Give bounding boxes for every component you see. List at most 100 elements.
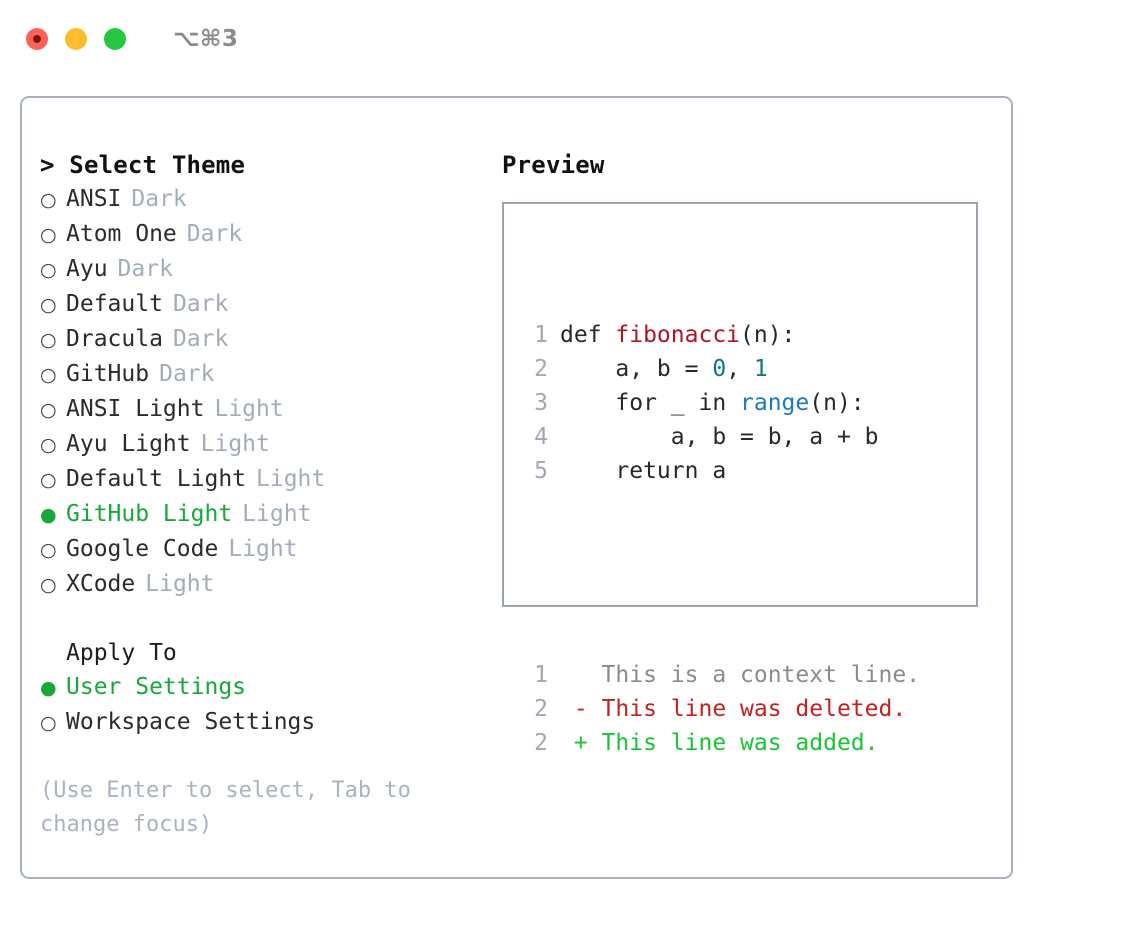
code-token: for _ in — [560, 390, 741, 416]
theme-option-label: XCode — [66, 571, 136, 597]
diff-line: 2 + This line was added. — [518, 726, 920, 760]
window-controls — [26, 28, 126, 50]
code-token: range — [740, 390, 810, 416]
apply-to-option-row[interactable]: ○ Workspace Settings — [40, 705, 490, 740]
code-token: 0 — [712, 356, 727, 382]
theme-option-label: ANSI Light — [66, 396, 205, 422]
theme-option-row[interactable]: ○ ANSI Light Light — [40, 392, 490, 427]
theme-option-row[interactable]: ○ Ayu Light Light — [40, 427, 490, 462]
code-token: (n): — [740, 322, 796, 348]
diff-line-text: - This line was deleted. — [560, 696, 907, 722]
preview-title: Preview — [502, 151, 605, 179]
code-token: (n): — [809, 390, 865, 416]
radio-selected-icon: ● — [40, 504, 57, 526]
theme-option-badge: Light — [256, 466, 326, 492]
theme-option-label: Default Light — [66, 466, 247, 492]
theme-option-label: Google Code — [66, 536, 219, 562]
theme-option-row[interactable]: ○ ANSI Dark — [40, 182, 490, 217]
line-number: 2 — [534, 730, 548, 756]
theme-option-row[interactable]: ○ Google Code Light — [40, 532, 490, 567]
diff-line-text: This is a context line. — [560, 662, 921, 688]
apply-to-option-label: Workspace Settings — [66, 709, 316, 735]
line-number: 2 — [534, 356, 548, 382]
code-token: def — [560, 322, 616, 348]
radio-unselected-icon: ○ — [40, 539, 57, 561]
code-token: a, b = b, a + b — [560, 424, 879, 450]
theme-option-badge: Light — [214, 396, 284, 422]
code-token: fibonacci — [615, 322, 741, 348]
theme-option-badge: Light — [242, 501, 312, 527]
diff-line: 1 This is a context line. — [518, 658, 920, 692]
theme-option-badge: Dark — [186, 221, 243, 247]
theme-option-badge: Light — [228, 536, 298, 562]
theme-option-row[interactable]: ● GitHub Light Light — [40, 497, 490, 532]
theme-option-badge: Light — [145, 571, 215, 597]
radio-selected-icon: ● — [40, 677, 57, 699]
theme-option-label: Dracula — [66, 326, 163, 352]
zoom-button-icon[interactable] — [104, 28, 126, 50]
radio-unselected-icon: ○ — [40, 189, 57, 211]
theme-option-badge: Dark — [172, 291, 229, 317]
theme-option-row[interactable]: ○ Default Dark — [40, 287, 490, 322]
code-line-text: for _ in range(n): — [560, 386, 865, 420]
theme-option-label: GitHub Light — [66, 501, 233, 527]
radio-unselected-icon: ○ — [40, 399, 57, 421]
title-bar: ⌥⌘3 — [0, 0, 1140, 78]
line-number: 5 — [534, 458, 548, 484]
radio-unselected-icon: ○ — [40, 574, 57, 596]
apply-to-list: ● User Settings ○ Workspace Settings — [40, 670, 490, 740]
radio-unselected-icon: ○ — [40, 364, 57, 386]
code-line-text: a, b = b, a + b — [560, 420, 879, 454]
theme-option-badge: Dark — [172, 326, 229, 352]
code-line-text: return a — [560, 454, 726, 488]
apply-to-header: Apply To — [66, 640, 177, 666]
theme-option-row[interactable]: ○ XCode Light — [40, 567, 490, 602]
theme-option-label: ANSI — [66, 186, 122, 212]
code-line: 3 for _ in range(n): — [518, 386, 920, 420]
code-line: 4 a, b = b, a + b — [518, 420, 920, 454]
theme-option-label: GitHub — [66, 361, 150, 387]
code-token: a, b = — [560, 356, 713, 382]
radio-unselected-icon: ○ — [40, 712, 57, 734]
apply-to-option-row[interactable]: ● User Settings — [40, 670, 490, 705]
select-theme-header: > Select Theme — [40, 151, 246, 179]
theme-option-badge: Dark — [131, 186, 187, 212]
diff-line: 2 - This line was deleted. — [518, 692, 920, 726]
diff-lines: 1 This is a context line.2 - This line w… — [518, 658, 920, 760]
theme-option-label: Default — [66, 291, 163, 317]
apply-to-option-label: User Settings — [66, 674, 247, 700]
theme-option-row[interactable]: ○ Ayu Dark — [40, 252, 490, 287]
theme-option-label: Ayu Light — [66, 431, 191, 457]
theme-option-row[interactable]: ○ Default Light Light — [40, 462, 490, 497]
radio-unselected-icon: ○ — [40, 469, 57, 491]
radio-unselected-icon: ○ — [40, 259, 57, 281]
line-number: 4 — [534, 424, 548, 450]
minimize-button-icon[interactable] — [65, 28, 87, 50]
theme-option-badge: Dark — [117, 256, 173, 282]
radio-unselected-icon: ○ — [40, 434, 57, 456]
code-token: return a — [560, 458, 727, 484]
close-button-icon[interactable] — [26, 28, 48, 50]
line-number: 2 — [534, 696, 548, 722]
diff-line-text: + This line was added. — [560, 730, 879, 756]
code-line-text: def fibonacci(n): — [560, 318, 795, 352]
code-line: 5 return a — [518, 454, 920, 488]
line-number: 1 — [534, 322, 548, 348]
theme-option-badge: Light — [200, 431, 270, 457]
radio-unselected-icon: ○ — [40, 294, 57, 316]
theme-option-label: Ayu — [66, 256, 108, 282]
code-line-text: a, b = 0, 1 — [560, 352, 767, 386]
theme-option-label: Atom One — [66, 221, 177, 247]
keyboard-shortcut-label: ⌥⌘3 — [173, 26, 239, 52]
